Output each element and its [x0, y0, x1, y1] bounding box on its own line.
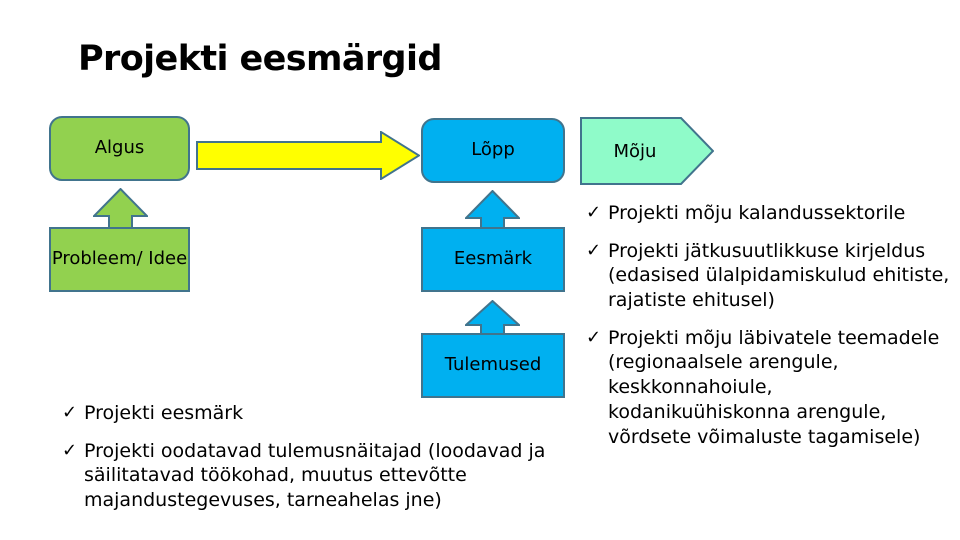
- node-probleem-idee-label: Probleem/ Idee: [51, 248, 188, 270]
- check-icon: ✓: [586, 202, 602, 223]
- check-icon: ✓: [586, 326, 602, 348]
- page-title: Projekti eesmärgid: [78, 39, 442, 79]
- check-icon: ✓: [586, 239, 602, 261]
- list-item-text: Projekti mõju kalandussektorile: [608, 202, 906, 224]
- list-item-text: Projekti mõju läbivatele teemadele (regi…: [608, 326, 940, 448]
- node-algus-label: Algus: [94, 137, 145, 159]
- connector-algus-to-lopp-arrow: [196, 131, 420, 180]
- list-item-text: Projekti eesmärk: [84, 402, 244, 424]
- check-icon: ✓: [62, 439, 78, 461]
- node-tulemused-label: Tulemused: [444, 354, 542, 376]
- node-eesmark[interactable]: Eesmärk: [421, 227, 565, 292]
- node-moju[interactable]: [580, 117, 714, 185]
- list-item: ✓ Projekti mõju kalandussektorile: [586, 201, 958, 226]
- node-algus[interactable]: Algus: [49, 116, 190, 181]
- node-tulemused[interactable]: Tulemused: [421, 333, 565, 398]
- node-probleem-idee[interactable]: Probleem/ Idee: [49, 227, 190, 292]
- list-item-text: Projekti oodatavad tulemusnäitajad (lood…: [84, 439, 546, 512]
- node-eesmark-label: Eesmärk: [453, 248, 533, 270]
- list-item: ✓ Projekti jätkusuutlikkuse kirjeldus (e…: [586, 239, 958, 313]
- list-item: ✓ Projekti eesmärk: [62, 401, 582, 426]
- check-icon: ✓: [62, 402, 78, 423]
- list-item: ✓ Projekti oodatavad tulemusnäitajad (lo…: [62, 439, 582, 513]
- bullet-list-left: ✓ Projekti eesmärk ✓ Projekti oodatavad …: [62, 401, 582, 526]
- bullet-list-right: ✓ Projekti mõju kalandussektorile ✓ Proj…: [586, 201, 958, 462]
- list-item: ✓ Projekti mõju läbivatele teemadele (re…: [586, 326, 958, 449]
- list-item-text: Projekti jätkusuutlikkuse kirjeldus (eda…: [608, 239, 950, 312]
- node-lopp-label: Lõpp: [471, 139, 515, 161]
- node-lopp[interactable]: Lõpp: [421, 118, 565, 183]
